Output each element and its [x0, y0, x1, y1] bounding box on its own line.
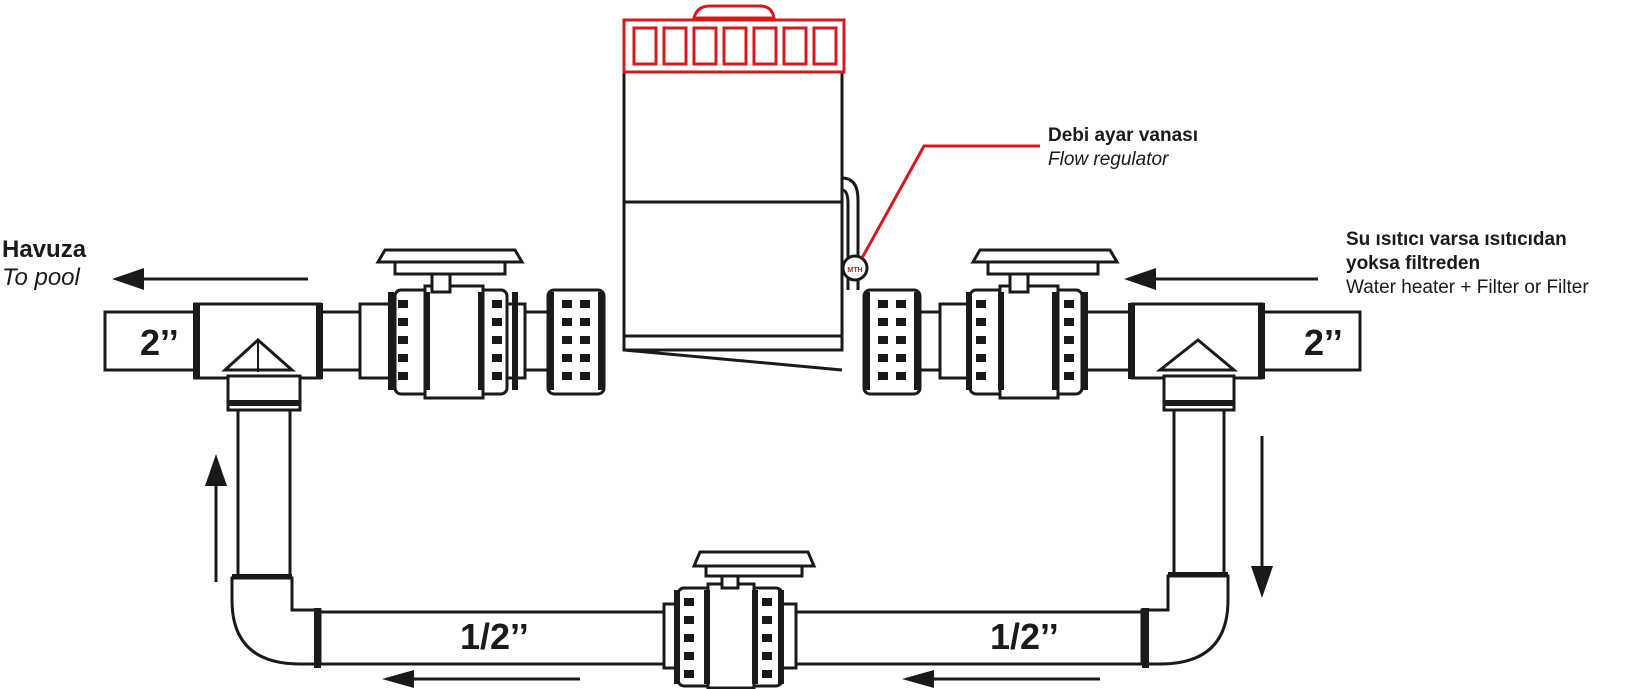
- arrow-to-pool: [112, 268, 308, 290]
- outlet-label-en: To pool: [2, 264, 80, 291]
- inlet-label: Su ısıtıcı varsa ısıtıcıdan yoksa filtre…: [1346, 228, 1589, 300]
- left-union: [546, 288, 606, 396]
- arrow-bottom-left: [382, 670, 580, 688]
- pipe-size-bypass-left: 1/2’’: [460, 616, 529, 657]
- flow-meter-body: [622, 70, 860, 372]
- flow-regulator-label-tr: Debi ayar vanası: [1048, 125, 1198, 146]
- bypass-pipe: [230, 574, 1230, 666]
- outlet-label-tr: Havuza: [2, 236, 87, 263]
- arrow-bottom-right: [902, 670, 1100, 688]
- pipe-size-main-left: 2’’: [140, 322, 179, 363]
- flow-meter-cap: [622, 4, 846, 74]
- right-ball-valve-ribs: [966, 292, 1088, 390]
- pipe-size-bypass-right: 1/2’’: [990, 616, 1059, 657]
- arrow-up-left: [205, 454, 227, 582]
- valve-stamp: MTH: [847, 267, 862, 274]
- right-tee: [1155, 338, 1239, 578]
- inlet-label-tr-line1: Su ısıtıcı varsa ısıtıcıdan: [1346, 229, 1567, 250]
- arrow-from-heater: [1124, 268, 1318, 290]
- inlet-label-tr-line2: yoksa filtreden: [1346, 253, 1481, 274]
- left-ball-valve-ribs: [388, 292, 518, 390]
- flow-regulator-knob: MTH: [841, 254, 869, 282]
- flow-regulator-label-en: Flow regulator: [1048, 149, 1169, 170]
- left-tee: [221, 337, 302, 580]
- flow-arrows: [112, 268, 1318, 688]
- flow-regulator-leader: [860, 144, 1040, 259]
- inlet-label-en: Water heater + Filter or Filter: [1346, 277, 1589, 298]
- bypass-rings: [314, 608, 1149, 668]
- outlet-label: Havuza To pool: [2, 236, 86, 292]
- flow-regulator-label: Debi ayar vanası Flow regulator: [1048, 124, 1198, 172]
- right-union: [862, 288, 922, 396]
- bypass-ball-valve-ribs: [674, 590, 784, 684]
- arrow-down-right: [1251, 436, 1273, 598]
- pipe-size-main-right: 2’’: [1304, 322, 1343, 363]
